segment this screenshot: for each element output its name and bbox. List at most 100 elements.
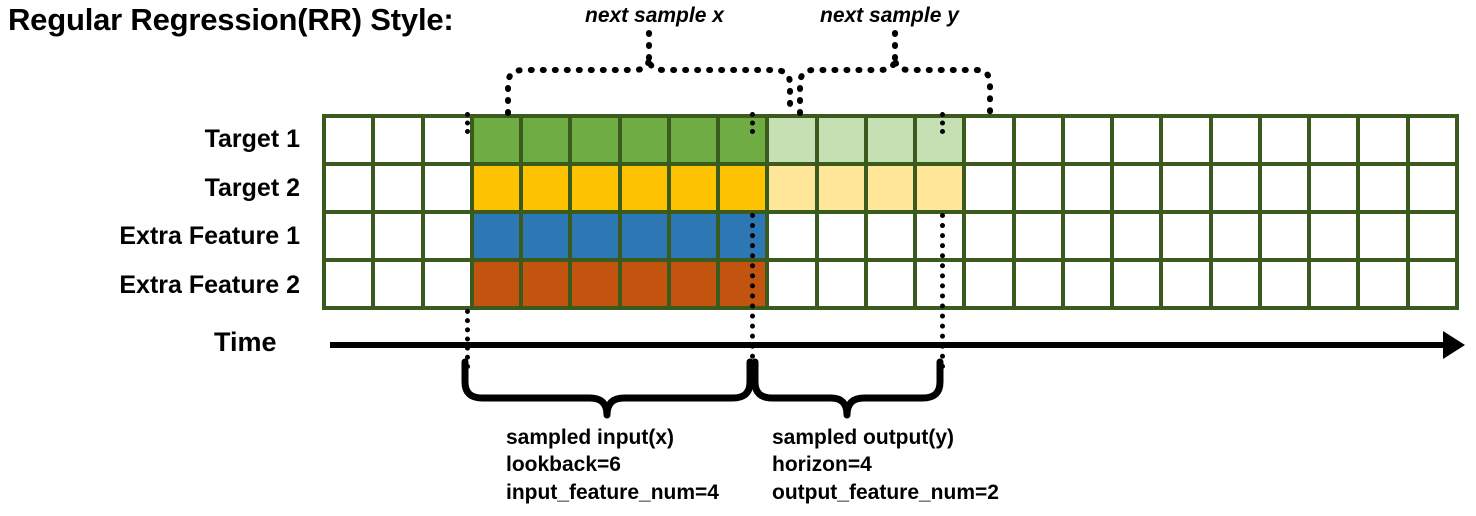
grid-cell-extra-feature-2-t6-input: [621, 262, 667, 306]
grid-cell-target-1-t5-input: [572, 118, 618, 162]
guide-line-input-start-lower: [465, 309, 470, 369]
guide-line-input-start-upper: [465, 112, 470, 134]
grid-cell-target-2-t8-input: [720, 166, 766, 210]
caption-input-line-2: lookback=6: [506, 453, 621, 477]
grid-cell-target-2-t12-output: [917, 166, 963, 210]
grid-cell-extra-feature-1-t10-empty: [818, 214, 864, 258]
grid-cell-extra-feature-2-t11-empty: [867, 262, 914, 306]
grid-cell-extra-feature-1-t12-empty: [917, 214, 963, 258]
grid-cell-target-2-t11-output: [867, 166, 914, 210]
grid-cell-target-2-t15-empty: [1064, 166, 1111, 210]
grid-cell-target-2-t21-empty: [1360, 166, 1406, 210]
grid-cell-target-2-t7-input: [670, 166, 717, 210]
caption-output-line-1: sampled output(y): [772, 426, 954, 449]
grid-cell-extra-feature-2-t15-empty: [1064, 262, 1111, 306]
time-axis-line: [330, 342, 1450, 348]
grid-cell-extra-feature-2-t16-empty: [1114, 262, 1160, 306]
grid-cell-extra-feature-1-t6-input: [621, 214, 667, 258]
grid-cell-extra-feature-1-t2-empty: [424, 214, 470, 258]
grid-cell-extra-feature-1-t21-empty: [1360, 214, 1406, 258]
caption-sampled-output: sampled output(y) horizon=4 output_featu…: [772, 424, 999, 506]
grid-cell-target-2-t3-input: [473, 166, 520, 210]
grid-cell-target-1-t9-output: [769, 118, 815, 162]
grid-cell-extra-feature-1-t20-empty: [1311, 214, 1357, 258]
grid-cell-extra-feature-2-t18-empty: [1212, 262, 1258, 306]
grid-cell-extra-feature-2-t19-empty: [1261, 262, 1308, 306]
grid-cell-extra-feature-1-t18-empty: [1212, 214, 1258, 258]
grid-cell-target-2-t10-output: [818, 166, 864, 210]
grid-cell-target-1-t18-empty: [1212, 118, 1258, 162]
grid-cell-extra-feature-1-t8-input: [720, 214, 766, 258]
grid-cell-extra-feature-1-t11-empty: [867, 214, 914, 258]
row-label-extra-feature-2: Extra Feature 2: [119, 270, 300, 299]
guide-line-output-end-upper: [940, 112, 945, 134]
grid-cell-target-2-t16-empty: [1114, 166, 1160, 210]
grid-cell-extra-feature-2-t8-input: [720, 262, 766, 306]
grid-cell-extra-feature-1-t5-input: [572, 214, 618, 258]
grid-cell-extra-feature-2-t3-input: [473, 262, 520, 306]
caption-sampled-input: sampled input(x) lookback=6 input_featur…: [506, 424, 719, 506]
grid-cell-target-1-t1-empty: [375, 118, 421, 162]
grid-cell-extra-feature-2-t17-empty: [1163, 262, 1209, 306]
grid-cell-extra-feature-2-t14-empty: [1015, 262, 1061, 306]
guide-line-split-upper: [750, 112, 755, 134]
grid-cell-target-1-t8-input: [720, 118, 766, 162]
grid-cell-extra-feature-2-t9-empty: [769, 262, 815, 306]
grid-cell-extra-feature-2-t4-input: [523, 262, 569, 306]
timeline-grid: [322, 114, 1459, 310]
grid-cell-target-2-t6-input: [621, 166, 667, 210]
grid-cell-extra-feature-1-t16-empty: [1114, 214, 1160, 258]
grid-cell-extra-feature-2-t20-empty: [1311, 262, 1357, 306]
grid-cell-target-2-t0-empty: [326, 166, 372, 210]
grid-cell-extra-feature-2-t1-empty: [375, 262, 421, 306]
grid-cell-target-2-t14-empty: [1015, 166, 1061, 210]
grid-cell-extra-feature-1-t22-empty: [1409, 214, 1455, 258]
grid-cell-target-1-t16-empty: [1114, 118, 1160, 162]
grid-cell-target-1-t19-empty: [1261, 118, 1308, 162]
grid-cell-target-1-t4-input: [523, 118, 569, 162]
grid-cell-extra-feature-1-t15-empty: [1064, 214, 1111, 258]
grid-cell-target-1-t7-input: [670, 118, 717, 162]
row-label-target-2: Target 2: [204, 173, 300, 202]
row-label-target-1: Target 1: [204, 125, 300, 153]
grid-cell-target-1-t20-empty: [1311, 118, 1357, 162]
grid-cell-extra-feature-2-t13-empty: [966, 262, 1012, 306]
grid-cell-target-2-t17-empty: [1163, 166, 1209, 210]
grid-cell-target-1-t3-input: [473, 118, 520, 162]
grid-cell-extra-feature-2-t7-input: [670, 262, 717, 306]
grid-cell-target-1-t11-output: [867, 118, 914, 162]
row-label-extra-feature-1: Extra Feature 1: [119, 222, 300, 250]
grid-cell-extra-feature-2-t21-empty: [1360, 262, 1406, 306]
guide-line-output-end-lower: [940, 213, 945, 369]
grid-cell-extra-feature-2-t22-empty: [1409, 262, 1455, 306]
grid-cell-target-2-t22-empty: [1409, 166, 1455, 210]
caption-output-line-3: output_feature_num=2: [772, 480, 999, 504]
grid-cell-target-1-t21-empty: [1360, 118, 1406, 162]
grid-cell-target-2-t18-empty: [1212, 166, 1258, 210]
time-axis-arrow-icon: [1443, 331, 1465, 359]
grid-cell-extra-feature-1-t19-empty: [1261, 214, 1308, 258]
grid-cell-target-1-t0-empty: [326, 118, 372, 162]
annotation-next-sample-x: next sample x: [585, 4, 724, 27]
grid-cell-extra-feature-2-t12-empty: [917, 262, 963, 306]
annotation-next-sample-y: next sample y: [820, 4, 959, 27]
row-label-column: Target 1 Target 2 Extra Feature 1 Extra …: [0, 115, 312, 309]
grid-cell-target-2-t13-empty: [966, 166, 1012, 210]
grid-cell-extra-feature-2-t5-input: [572, 262, 618, 306]
grid-cell-target-1-t22-empty: [1409, 118, 1455, 162]
grid-cell-extra-feature-2-t2-empty: [424, 262, 470, 306]
grid-cell-extra-feature-1-t0-empty: [326, 214, 372, 258]
grid-cell-target-1-t10-output: [818, 118, 864, 162]
brace-bottom-sampled-input: [461, 358, 754, 419]
grid-cell-extra-feature-1-t17-empty: [1163, 214, 1209, 258]
page-title: Regular Regression(RR) Style:: [8, 2, 454, 37]
grid-cell-extra-feature-1-t4-input: [523, 214, 569, 258]
grid-cell-target-1-t13-empty: [966, 118, 1012, 162]
caption-input-line-3: input_feature_num=4: [506, 480, 719, 504]
grid-cell-target-1-t12-output: [917, 118, 963, 162]
grid-cell-target-2-t1-empty: [375, 166, 421, 210]
brace-top-next-sample-x: [505, 57, 793, 116]
grid-cell-extra-feature-2-t10-empty: [818, 262, 864, 306]
guide-line-split-lower: [750, 213, 755, 369]
